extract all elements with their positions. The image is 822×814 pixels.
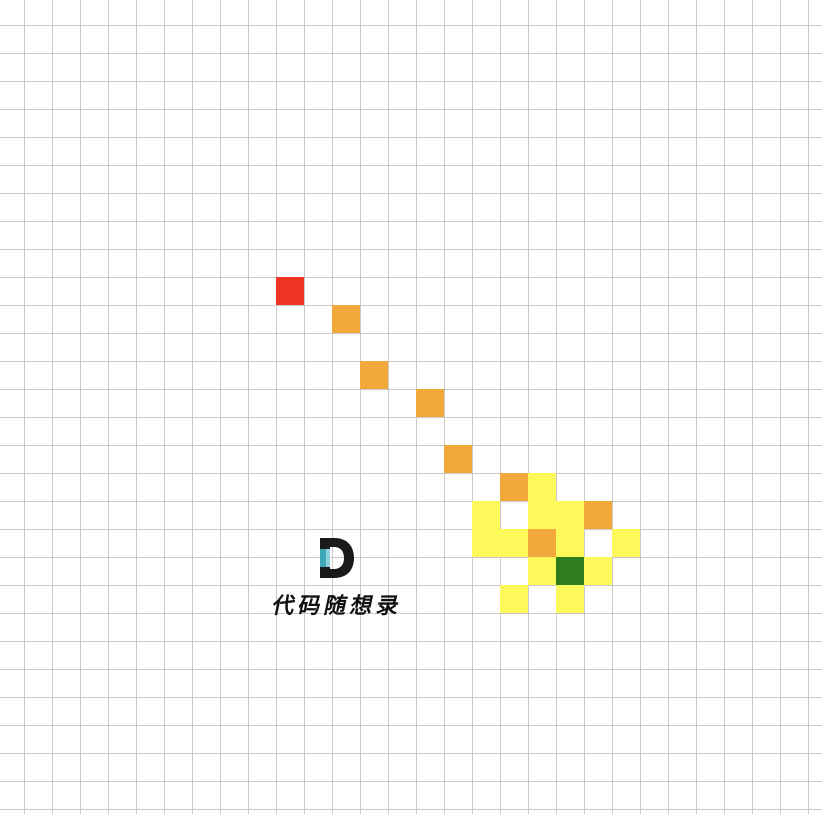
grid-cell-orange bbox=[360, 361, 388, 389]
grid-cell-yellow bbox=[612, 529, 640, 557]
grid-cell-yellow bbox=[472, 501, 500, 529]
grid-cell-orange bbox=[500, 473, 528, 501]
logo-text: 代码随想录 bbox=[269, 593, 406, 619]
grid-cell-orange bbox=[416, 389, 444, 417]
grid-cell-yellow bbox=[556, 585, 584, 613]
grid-cell-orange bbox=[584, 501, 612, 529]
logo-d-mark-icon bbox=[320, 538, 354, 578]
grid-cell-yellow bbox=[584, 557, 612, 585]
grid-cell-green bbox=[556, 557, 584, 585]
grid-cell-yellow bbox=[500, 585, 528, 613]
grid-cell-yellow bbox=[556, 501, 584, 529]
grid-cell-yellow bbox=[556, 529, 584, 557]
grid-cell-orange bbox=[444, 445, 472, 473]
grid-cell-orange bbox=[528, 529, 556, 557]
grid-cell-orange bbox=[332, 305, 360, 333]
grid-cell-yellow bbox=[472, 529, 500, 557]
watermark-logo: 代码随想录 bbox=[258, 532, 418, 622]
grid-cell-yellow bbox=[528, 473, 556, 501]
grid-cell-yellow bbox=[500, 529, 528, 557]
grid-cell-yellow bbox=[528, 557, 556, 585]
grid-cell-red bbox=[276, 277, 304, 305]
grid-cell-yellow bbox=[528, 501, 556, 529]
